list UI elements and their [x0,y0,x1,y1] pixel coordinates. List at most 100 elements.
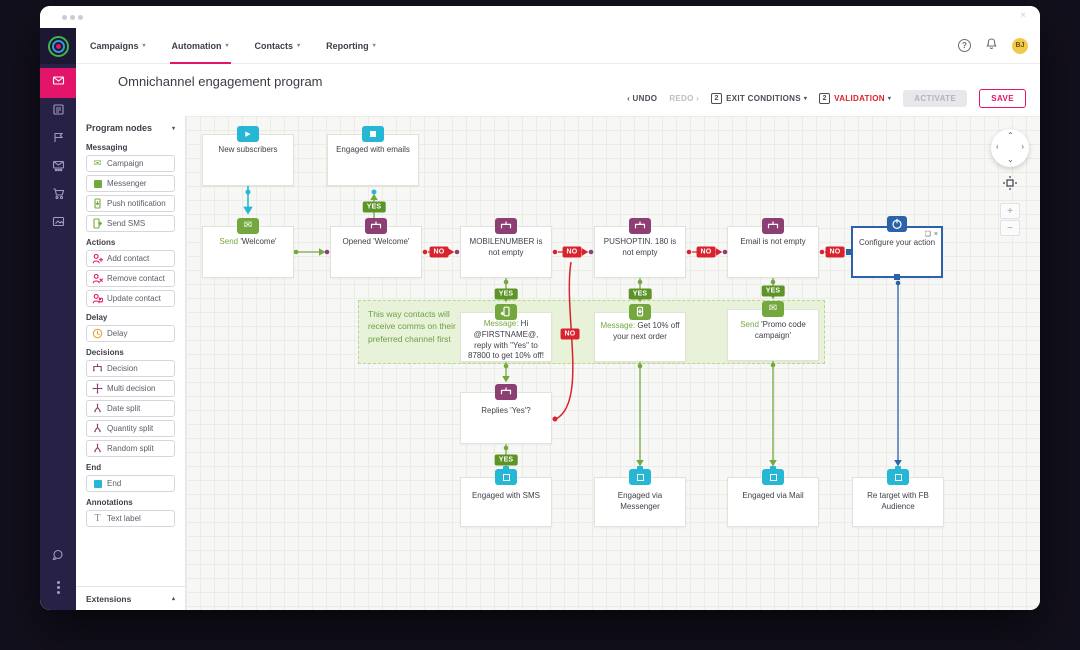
panel-item-multi-decision[interactable]: Multi decision [86,380,175,397]
node-pushoptin-check[interactable]: PUSHOPTIN. 180 is not empty [594,226,686,278]
panel-item-decision[interactable]: Decision [86,360,175,377]
zoom-out-button[interactable]: − [1000,220,1020,236]
decision-icon[interactable] [762,218,784,234]
nav-contacts[interactable]: Contacts▾ [254,40,301,51]
rail-item-exports[interactable] [40,210,76,238]
chevron-up-icon: ▴ [171,596,175,602]
end-node-icon[interactable] [629,466,651,485]
no-badge: NO [560,328,580,340]
end-node-icon[interactable] [495,466,517,485]
decision-icon[interactable] [495,384,517,400]
extensions-toggle[interactable]: Extensions▴ [76,586,185,610]
campaign-email-icon[interactable]: ✉ [762,301,784,317]
node-send-welcome[interactable]: Send 'Welcome' [202,226,294,278]
rail-bottom [40,548,76,594]
node-retarget-fb-audience[interactable]: Re target with FB Audience [852,477,944,527]
validation-dropdown[interactable]: 2 VALIDATION ▾ [819,93,891,104]
panel-item-messenger[interactable]: Messenger [86,175,175,192]
rail-item-forms[interactable] [40,98,76,126]
node-push-message[interactable]: Message: Get 10% off your next order [594,312,686,362]
selection-handle[interactable] [894,274,900,280]
panel-item-date-split[interactable]: Date split [86,400,175,417]
panel-item-delay[interactable]: Delay [86,325,175,342]
panel-item-send-sms[interactable]: Send SMS [86,215,175,232]
close-icon[interactable]: × [933,231,938,238]
yes-badge: YES [494,288,518,300]
automation-canvas[interactable]: This way contacts will receive comms on … [186,116,1040,610]
section-actions: Actions [86,238,116,247]
push-notification-icon[interactable] [629,304,651,320]
end-node-icon[interactable] [887,466,909,485]
node-opened-welcome[interactable]: Opened 'Welcome' [330,226,422,278]
selection-handle[interactable] [846,249,852,255]
configure-action-icon[interactable] [887,216,907,232]
campaign-email-icon[interactable]: ✉ [237,218,259,234]
panel-item-push-notification[interactable]: Push notification [86,195,175,212]
notifications-button[interactable] [985,37,998,55]
panel-item-text-label[interactable]: T Text label [86,510,175,527]
pan-down-icon[interactable]: ⌄ [1007,155,1014,164]
fit-to-screen-button[interactable] [1002,175,1018,196]
panel-item-random-split[interactable]: Random split [86,440,175,457]
node-new-subscribers[interactable]: New subscribers [202,134,294,186]
validation-count: 2 [819,93,831,104]
decision-icon[interactable] [365,218,387,234]
chevron-down-icon: ▾ [803,96,808,102]
copy-icon[interactable]: ❏ [924,231,931,238]
save-button[interactable]: SAVE [979,89,1026,108]
window-close-icon[interactable]: × [1020,10,1026,21]
more-menu-icon[interactable] [56,581,60,594]
decision-icon[interactable] [495,218,517,234]
node-engaged-with-emails[interactable]: Engaged with emails [327,134,419,186]
panel-item-quantity-split[interactable]: Quantity split [86,420,175,437]
node-engaged-via-messenger[interactable]: Engaged via Messenger [594,477,686,527]
program-nodes-panel: Program nodes▾ Messaging ✉ Campaign Mess… [76,116,186,610]
node-mobilenumber-check[interactable]: MOBILENUMBER is not empty [460,226,552,278]
support-icon[interactable] [51,548,65,567]
end-node-icon[interactable] [762,466,784,485]
panel-item-campaign[interactable]: ✉ Campaign [86,155,175,172]
node-sms-message[interactable]: Message: Hi @FIRSTNAME@, reply with "Yes… [460,312,552,362]
panel-item-update-contact[interactable]: Update contact [86,290,175,307]
rail-item-commerce[interactable] [40,182,76,210]
section-annotations: Annotations [86,498,133,507]
left-rail [40,28,76,610]
redo-button[interactable]: REDO › [669,94,700,103]
undo-button[interactable]: ‹ UNDO [627,94,658,103]
activate-button[interactable]: ACTIVATE [903,90,968,107]
panel-item-end[interactable]: End [86,475,175,492]
zoom-in-button[interactable]: + [1000,203,1020,219]
nav-campaigns[interactable]: Campaigns▾ [90,40,146,51]
panel-item-add-contact[interactable]: Add contact [86,250,175,267]
nav-automation[interactable]: Automation▾ [169,28,231,64]
decision-icon[interactable] [629,218,651,234]
node-engaged-with-sms[interactable]: Engaged with SMS [460,477,552,527]
panel-item-remove-contact[interactable]: Remove contact [86,270,175,287]
pan-up-icon[interactable]: ⌃ [1007,131,1014,140]
no-badge: NO [825,246,845,258]
pan-left-icon[interactable]: ‹ [996,142,999,151]
user-avatar[interactable]: BJ [1012,37,1028,54]
entry-play-icon[interactable]: ▶ [237,126,259,142]
node-engaged-via-mail[interactable]: Engaged via Mail [727,477,819,527]
pan-pad[interactable]: ⌃ ⌄ ‹ › [991,129,1029,167]
exit-conditions-dropdown[interactable]: 2 EXIT CONDITIONS ▾ [711,93,807,104]
nav-reporting[interactable]: Reporting▾ [326,40,376,51]
end-stop-icon[interactable] [362,126,384,142]
quantity-split-icon [92,423,103,434]
brand-logo[interactable] [40,28,76,64]
app-window: × [40,6,1040,610]
section-decisions: Decisions [86,348,124,357]
help-button[interactable]: ? [958,39,971,52]
pan-right-icon[interactable]: › [1021,142,1024,151]
rail-item-mailstream[interactable] [40,154,76,182]
rail-item-landing[interactable] [40,126,76,154]
sms-icon[interactable] [495,304,517,320]
node-promo-campaign[interactable]: Send 'Promo code campaign' [727,309,819,361]
program-nodes-header[interactable]: Program nodes▾ [86,123,175,133]
yes-badge: YES [494,454,518,466]
messenger-icon [92,179,103,188]
rail-item-campaigns[interactable] [40,68,76,98]
clock-icon [92,328,103,339]
node-configure-action[interactable]: ❏ × Configure your action [851,226,943,278]
